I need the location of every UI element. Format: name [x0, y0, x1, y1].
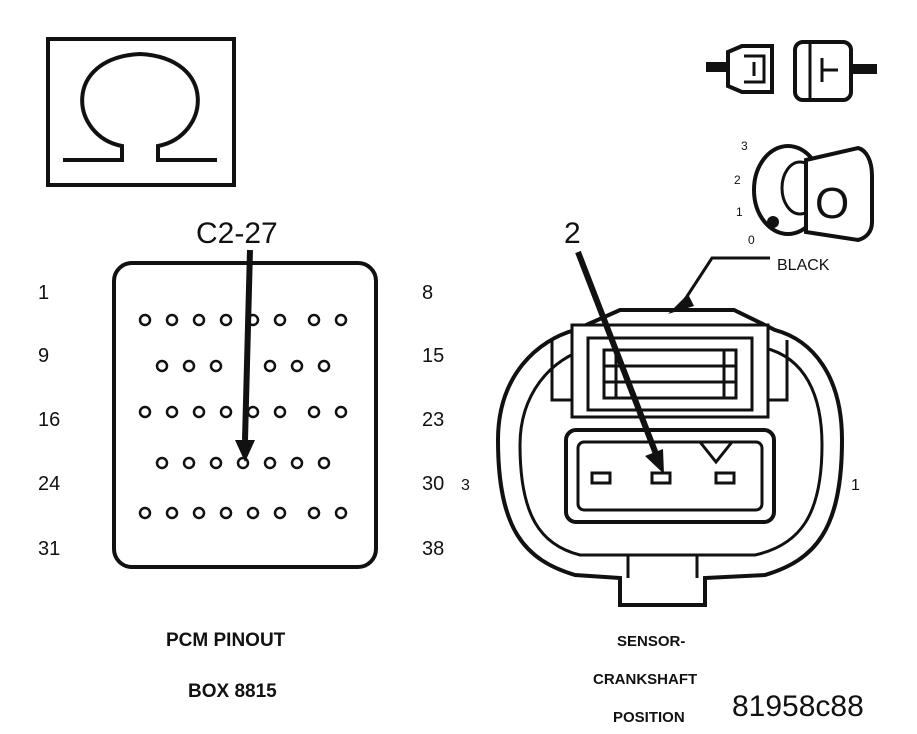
pcm-pin-37: [307, 506, 321, 520]
pcm-row-label-9: 9: [38, 345, 49, 367]
pcm-pin-10: [182, 359, 196, 373]
pcm-row-label-8: 8: [422, 282, 433, 304]
pcm-pin-3: [192, 313, 206, 327]
pcm-pin-8: [334, 313, 348, 327]
sensor-color-label: BLACK: [777, 257, 830, 274]
pcm-row-label-24: 24: [38, 473, 60, 495]
pcm-pin-31: [138, 506, 152, 520]
pcm-pin-6: [273, 313, 287, 327]
pcm-pin-9: [155, 359, 169, 373]
pcm-pin-1: [138, 313, 152, 327]
pcm-row-label-15: 15: [422, 345, 444, 367]
pcm-row-label-31: 31: [38, 538, 60, 560]
pcm-pin-14: [317, 359, 331, 373]
ohm-symbol-icon: [63, 51, 217, 162]
pcm-row-label-1: 1: [38, 282, 49, 304]
pcm-pin-22: [307, 405, 321, 419]
sensor-caption-line2: CRANKSHAFT: [593, 671, 697, 688]
sensor-callout-arrow: [575, 250, 664, 474]
pcm-pin-20: [246, 405, 260, 419]
sensor-color-leader: [668, 256, 770, 314]
figure-id: 81958c88: [732, 690, 864, 723]
sensor-pin-label-3: 3: [461, 477, 470, 494]
pcm-pin-38: [334, 506, 348, 520]
ignition-key-label: O: [815, 179, 849, 228]
pcm-pin-27: [236, 456, 250, 470]
pcm-pin-2: [165, 313, 179, 327]
sensor-pin-label-1: 1: [851, 477, 860, 494]
pcm-row-label-23: 23: [422, 409, 444, 431]
pcm-pin-34: [219, 506, 233, 520]
pcm-caption-line2: BOX 8815: [188, 681, 277, 702]
pcm-pin-17: [165, 405, 179, 419]
pcm-row-label-30: 30: [422, 473, 444, 495]
sensor-caption-line1: SENSOR-: [617, 633, 685, 650]
pcm-pin-26: [209, 456, 223, 470]
pcm-row-label-38: 38: [422, 538, 444, 560]
ignition-position-0: 0: [748, 233, 755, 247]
pcm-pin-23: [334, 405, 348, 419]
pcm-pin-33: [192, 506, 206, 520]
connector-disconnect-icon: [706, 40, 877, 102]
pcm-pin-24: [155, 456, 169, 470]
pcm-callout-arrow: [235, 249, 255, 462]
pcm-pin-32: [165, 506, 179, 520]
pcm-pin-25: [182, 456, 196, 470]
pcm-pin-19: [219, 405, 233, 419]
pcm-pin-grid: [138, 313, 348, 520]
ignition-key-icon: 3 2 1 0 O: [734, 139, 874, 247]
pcm-pin-12: [263, 359, 277, 373]
sensor-callout-label: 2: [564, 217, 581, 250]
ignition-position-3: 3: [741, 139, 748, 153]
pcm-row-label-16: 16: [38, 409, 60, 431]
ohmmeter-symbol: [46, 37, 236, 187]
pcm-caption-line1: PCM PINOUT: [166, 630, 286, 651]
pcm-pin-28: [263, 456, 277, 470]
pcm-pin-35: [246, 506, 260, 520]
pcm-pin-4: [219, 313, 233, 327]
pcm-pin-7: [307, 313, 321, 327]
ignition-position-1: 1: [736, 205, 743, 219]
pcm-pin-21: [273, 405, 287, 419]
ignition-position-2: 2: [734, 173, 741, 187]
pcm-pin-30: [317, 456, 331, 470]
pcm-pin-29: [290, 456, 304, 470]
pcm-callout-label: C2-27: [196, 217, 278, 250]
sensor-caption-line3: POSITION: [613, 709, 685, 726]
pcm-pin-13: [290, 359, 304, 373]
pcm-pin-18: [192, 405, 206, 419]
pcm-pin-16: [138, 405, 152, 419]
pcm-pin-36: [273, 506, 287, 520]
sensor-connector: [495, 308, 845, 607]
pcm-pin-11: [209, 359, 223, 373]
